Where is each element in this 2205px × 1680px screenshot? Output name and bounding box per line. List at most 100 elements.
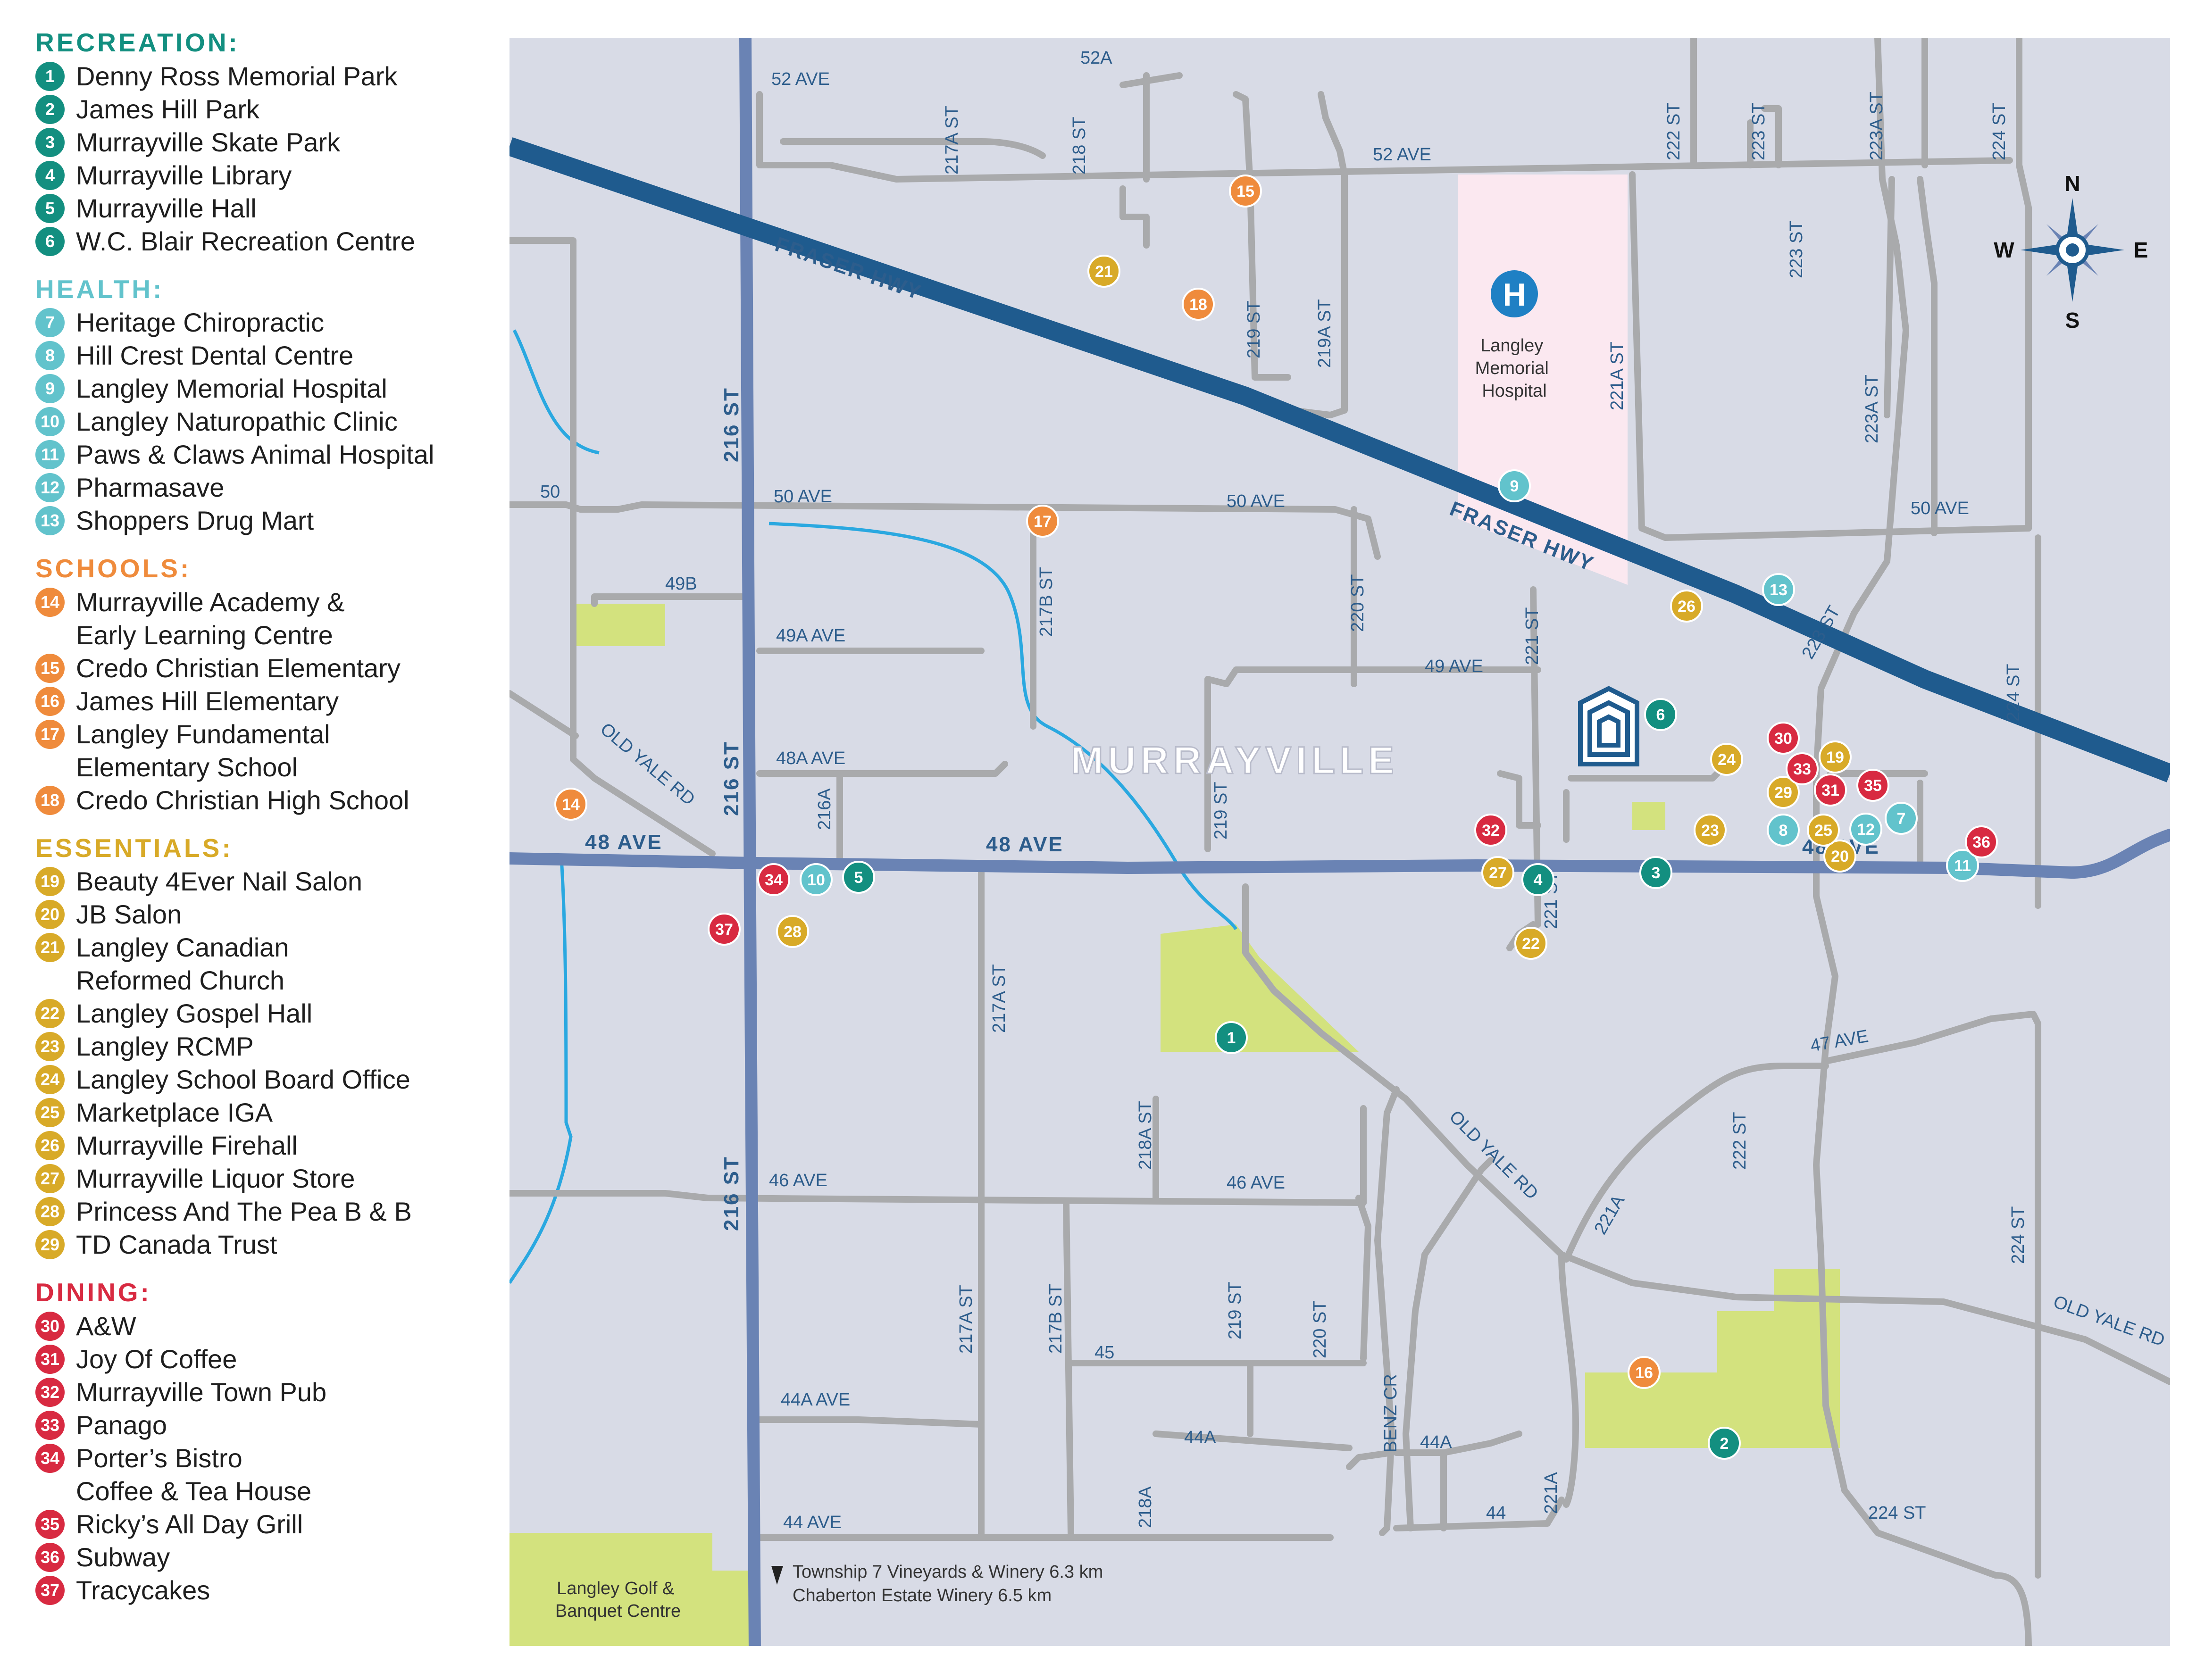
map-marker-12[interactable]: 12 bbox=[1849, 813, 1882, 846]
map-marker-dot-9 bbox=[1498, 469, 1531, 502]
map-marker-30[interactable]: 30 bbox=[1767, 722, 1800, 755]
winery-note-2: Chaberton Estate Winery 6.5 km bbox=[793, 1586, 1052, 1605]
map-marker-18[interactable]: 18 bbox=[1182, 288, 1215, 321]
map-marker-3[interactable]: 3 bbox=[1639, 856, 1672, 889]
map-marker-label-3: 3 bbox=[1652, 864, 1661, 882]
neighbourhood-map[interactable]: FRASER HWY FRASER HWY 48 AVE 48 AVE 48 A… bbox=[509, 38, 2170, 1646]
map-marker-25[interactable]: 25 bbox=[1807, 814, 1840, 847]
map-marker-dot-31 bbox=[1814, 773, 1847, 807]
map-marker-28[interactable]: 28 bbox=[776, 915, 809, 948]
map-marker-label-14: 14 bbox=[562, 796, 580, 814]
legend-title-schools: SCHOOLS: bbox=[35, 554, 192, 583]
map-marker-14[interactable]: 14 bbox=[554, 788, 587, 821]
legend-label-32: Murrayville Town Pub bbox=[76, 1377, 327, 1407]
map-marker-26[interactable]: 26 bbox=[1670, 590, 1703, 623]
map-marker-27[interactable]: 27 bbox=[1481, 856, 1514, 889]
map-marker-21[interactable]: 21 bbox=[1087, 255, 1120, 288]
map-marker-6[interactable]: 6 bbox=[1644, 698, 1677, 731]
map-marker-15[interactable]: 15 bbox=[1229, 175, 1262, 208]
map-marker-36[interactable]: 36 bbox=[1965, 825, 1998, 858]
map-marker-31[interactable]: 31 bbox=[1814, 773, 1847, 807]
map-marker-35[interactable]: 35 bbox=[1856, 769, 1889, 802]
map-marker-label-25: 25 bbox=[1814, 822, 1832, 840]
legend-label-14: Murrayville Academy & Early Learning Cen… bbox=[76, 587, 345, 650]
map-marker-16[interactable]: 16 bbox=[1628, 1356, 1661, 1389]
map-marker-label-31: 31 bbox=[1821, 782, 1839, 799]
map-marker-24[interactable]: 24 bbox=[1710, 743, 1743, 776]
label-46-ave-1: 46 AVE bbox=[769, 1171, 827, 1190]
map-marker-20[interactable]: 20 bbox=[1823, 840, 1856, 873]
map-marker-label-30: 30 bbox=[1774, 730, 1792, 748]
map-marker-label-7: 7 bbox=[1897, 810, 1906, 828]
map-marker-19[interactable]: 19 bbox=[1819, 740, 1852, 773]
map-marker-dot-8 bbox=[1767, 814, 1800, 847]
map-marker-29[interactable]: 29 bbox=[1767, 776, 1800, 809]
map-marker-17[interactable]: 17 bbox=[1026, 505, 1059, 538]
map-marker-23[interactable]: 23 bbox=[1694, 814, 1727, 847]
label-216a: 216A bbox=[815, 788, 835, 830]
map-marker-5[interactable]: 5 bbox=[842, 861, 875, 894]
map-marker-label-34: 34 bbox=[765, 871, 783, 889]
map-marker-2[interactable]: 2 bbox=[1708, 1427, 1741, 1460]
label-220-st-2: 220 ST bbox=[1310, 1300, 1330, 1358]
map-marker-22[interactable]: 22 bbox=[1514, 927, 1547, 960]
legend-label-23: Langley RCMP bbox=[76, 1031, 254, 1061]
legend-label-9: Langley Memorial Hospital bbox=[76, 374, 387, 403]
map-marker-1[interactable]: 1 bbox=[1215, 1021, 1248, 1054]
legend-badge-11: 11 bbox=[35, 440, 65, 469]
map-marker-33[interactable]: 33 bbox=[1786, 752, 1819, 785]
legend-label-3: Murrayville Skate Park bbox=[76, 127, 341, 157]
map-marker-dot-29 bbox=[1767, 776, 1800, 809]
map-marker-7[interactable]: 7 bbox=[1885, 802, 1918, 835]
map-marker-34[interactable]: 34 bbox=[757, 863, 790, 896]
map-marker-13[interactable]: 13 bbox=[1762, 573, 1795, 606]
legend-badge-12: 12 bbox=[35, 473, 65, 502]
map-marker-32[interactable]: 32 bbox=[1474, 814, 1507, 847]
map-marker-37[interactable]: 37 bbox=[708, 913, 741, 946]
map-marker-10[interactable]: 10 bbox=[800, 863, 833, 896]
map-marker-dot-5 bbox=[842, 861, 875, 894]
map-marker-dot-18 bbox=[1182, 288, 1215, 321]
map-marker-9[interactable]: 9 bbox=[1498, 469, 1531, 502]
map-marker-4[interactable]: 4 bbox=[1521, 863, 1554, 896]
map-marker-11[interactable]: 11 bbox=[1946, 849, 1979, 882]
map-marker-8[interactable]: 8 bbox=[1767, 814, 1800, 847]
